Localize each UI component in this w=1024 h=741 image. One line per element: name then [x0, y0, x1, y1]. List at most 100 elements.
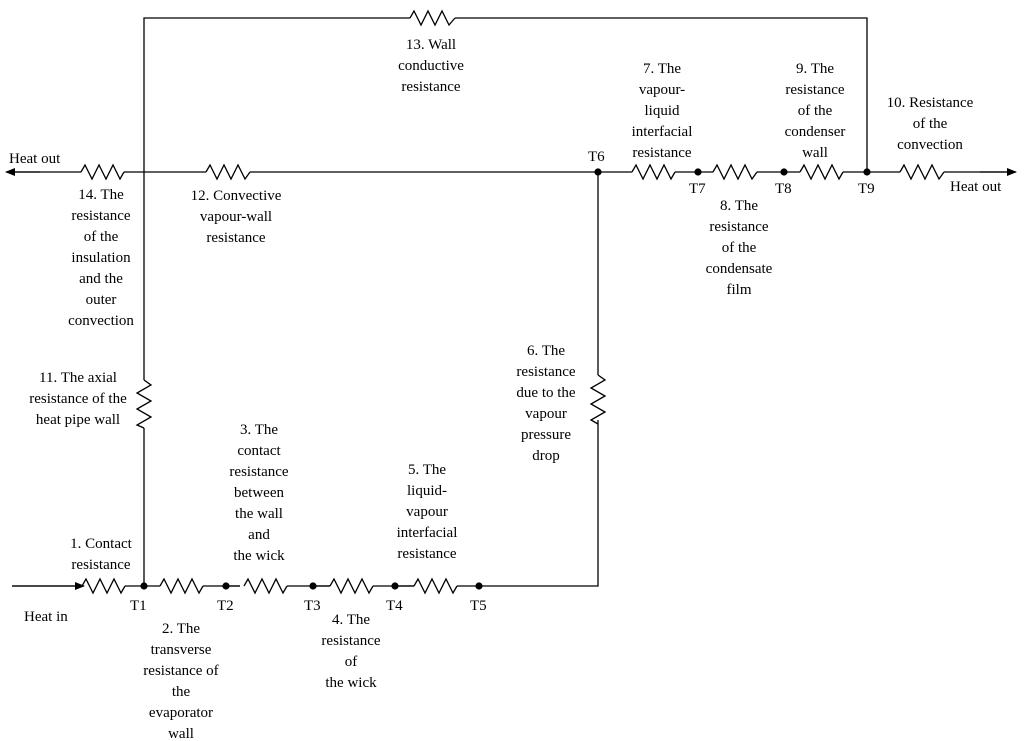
label-line: heat pipe wall: [36, 412, 120, 428]
label-line: of the: [913, 116, 948, 132]
node-label-t8: T8: [775, 181, 792, 197]
label-line: resistance: [206, 230, 265, 246]
label-line: vapour-: [639, 82, 685, 98]
resistor-14-insulation: [80, 163, 125, 181]
label-line: contact: [237, 443, 281, 459]
label-line: 13. Wall: [406, 37, 456, 53]
label-line: resistance of: [143, 663, 218, 679]
label-line: 10. Resistance: [887, 95, 974, 111]
resistor-7-vapour-liquid: [631, 163, 676, 181]
label-line: 1. Contact: [70, 536, 132, 552]
label-line: the: [172, 684, 191, 700]
label-line: liquid-: [407, 483, 447, 499]
label-line: wall: [802, 145, 828, 161]
node-t5: [475, 582, 483, 590]
node-t1: [140, 582, 148, 590]
label-line: resistance: [321, 633, 380, 649]
label-line: interfacial: [397, 525, 458, 541]
heat-out-left-label: Heat out: [9, 151, 61, 167]
resistor-12-vapour-wall: [205, 163, 251, 181]
resistor-13-wall-conductive: [409, 9, 456, 27]
node-label-t1: T1: [130, 598, 147, 614]
node-label-t9: T9: [858, 181, 875, 197]
resistor-10-convection: [899, 163, 945, 181]
label-line: between: [234, 485, 284, 501]
label-line: 7. The: [643, 61, 681, 77]
resistance-label-7: 7. The vapour-liquid interfacial resistance: [632, 61, 693, 161]
label-line: 5. The: [408, 462, 446, 478]
node-t2: [222, 582, 230, 590]
node-label-t4: T4: [386, 598, 403, 614]
heat-out-right-label: Heat out: [950, 179, 1002, 195]
label-line: liquid: [644, 103, 680, 119]
resistor-8-condensate-film: [712, 163, 758, 181]
label-line: vapour-wall: [200, 209, 272, 225]
label-line: of the: [798, 103, 833, 119]
label-line: the wall: [235, 506, 283, 522]
resistor-3-wall-wick-contact: [243, 577, 288, 595]
label-line: 9. The: [796, 61, 834, 77]
label-line: resistance: [709, 219, 768, 235]
node-label-t5: T5: [470, 598, 487, 614]
label-line: the wick: [233, 548, 285, 564]
label-line: conductive: [398, 58, 464, 74]
label-line: 4. The: [332, 612, 370, 628]
label-line: of the: [84, 229, 119, 245]
label-line: interfacial: [632, 124, 693, 140]
label-line: convection: [68, 313, 134, 329]
label-line: 14. The: [78, 187, 124, 203]
label-line: 2. The: [162, 621, 200, 637]
resistance-label-10: 10. Resistance of the convection: [887, 95, 974, 153]
label-line: film: [727, 282, 752, 298]
label-line: resistance: [397, 546, 456, 562]
label-line: and: [248, 527, 270, 543]
label-line: resistance of the: [29, 391, 127, 407]
label-line: of: [345, 654, 358, 670]
node-label-t7: T7: [689, 181, 706, 197]
node-label-t3: T3: [304, 598, 321, 614]
resistor-11-axial-wall: [135, 379, 153, 429]
label-line: 8. The: [720, 198, 758, 214]
resistor-6-vapour-pressure-drop: [589, 374, 607, 425]
label-line: drop: [532, 448, 560, 464]
wire-axial-wall: [143, 17, 868, 586]
label-line: condenser: [785, 124, 846, 140]
resistor-2-evaporator-wall: [159, 577, 204, 595]
label-line: and the: [79, 271, 123, 287]
label-line: resistance: [632, 145, 691, 161]
label-line: insulation: [71, 250, 131, 266]
label-line: pressure: [521, 427, 571, 443]
label-line: 12. Convective: [191, 188, 282, 204]
node-t8: [780, 168, 788, 176]
resistance-label-4: 4. The resistance of the wick: [321, 612, 380, 691]
label-line: resistance: [401, 79, 460, 95]
label-line: condensate: [706, 261, 773, 277]
node-t9: [863, 168, 871, 176]
node-t7: [694, 168, 702, 176]
label-line: 3. The: [240, 422, 278, 438]
resistance-label-12: 12. Convective vapour-wall resistance: [191, 188, 282, 246]
node-t4: [391, 582, 399, 590]
label-line: transverse: [151, 642, 212, 658]
label-line: outer: [86, 292, 117, 308]
resistor-1-contact: [81, 577, 126, 595]
resistor-4-wick: [329, 577, 374, 595]
resistance-label-13: 13. Wall conductive resistance: [398, 37, 464, 95]
resistor-5-liquid-vapour: [413, 577, 458, 595]
label-line: the wick: [325, 675, 377, 691]
label-line: wall: [168, 726, 194, 741]
label-line: convection: [897, 137, 963, 153]
label-line: vapour: [525, 406, 567, 422]
label-line: 6. The: [527, 343, 565, 359]
label-line: due to the: [516, 385, 575, 401]
node-label-t6: T6: [588, 149, 605, 165]
